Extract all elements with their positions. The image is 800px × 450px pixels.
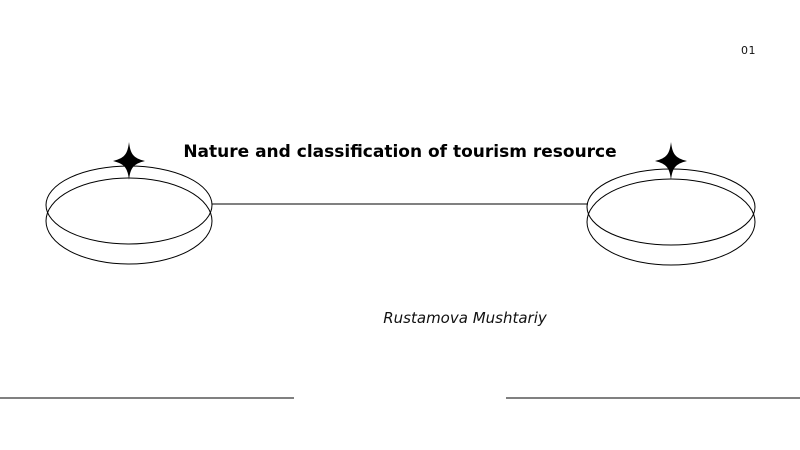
ring-right-icon xyxy=(586,168,756,266)
ring-left-icon xyxy=(45,165,213,265)
page-number: 01 xyxy=(741,44,756,57)
sparkle-star-icon xyxy=(655,142,687,180)
author-name: Rustamova Mushtariy xyxy=(383,309,547,327)
slide-title: Nature and classification of tourism res… xyxy=(183,142,617,162)
sparkle-star-icon xyxy=(113,142,145,180)
